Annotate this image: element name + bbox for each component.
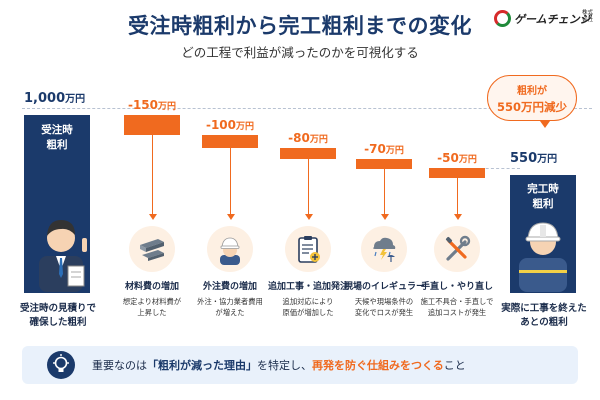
waterfall-drop-label: -80万円 [288,131,328,146]
step-title: 手直し・やり直し [420,282,493,292]
end-caption: 実際に工事を終えたあとの粗利 [501,303,587,328]
waterfall-drop-bar [356,159,412,169]
waterfall-drop-label: -100万円 [205,118,255,132]
bubble-line2: 550万円減少 [496,100,567,114]
waterfall-arrow-head [304,214,313,220]
waterfall-arrow-line [384,169,385,214]
waterfall-drop-label: -50万円 [437,151,477,166]
storm-umbrella-icon [361,226,407,272]
start-level-line [22,108,592,109]
end-total-label: 550万円 [510,151,558,166]
reduction-bubble: 粗利が 550万円減少 [487,75,577,121]
logo-subtext: 株式会社 [582,10,594,23]
page-title: 受注時粗利から完工粗利までの変化 [128,14,472,38]
bubble-line1: 粗利が [517,86,547,97]
waterfall-arrow-line [308,159,309,214]
start-caption: 受注時の見積りで確保した粗利 [19,303,96,328]
waterfall-drop-bar [280,148,336,159]
manager-person-icon [39,220,87,292]
tools-icon [434,226,480,272]
start-bar-title: 受注時粗利 [41,124,73,151]
bubble-tail [540,121,550,128]
waterfall-arrow-line [230,148,231,214]
waterfall-arrow-head [148,214,157,220]
waterfall-drop-bar [124,115,180,135]
waterfall-arrow-line [152,135,153,214]
step-description: 追加対応により原価が増加した [282,297,334,317]
step-title: 外注費の増加 [202,282,257,292]
waterfall-arrow-head [453,214,462,220]
step-description: 天候や現場条件の変化でロスが発生 [354,297,414,317]
worker-helmet-icon [207,226,253,272]
key-message-banner [22,346,578,384]
end-level-line [470,168,520,169]
waterfall-arrow-line [457,178,458,214]
step-description: 想定より材料費が上昇した [122,297,182,317]
logo-mark-icon [494,10,511,27]
lightbulb-icon [47,351,75,379]
step-description: 施工不具合・手直しで追加コストが発生 [420,297,494,317]
page-subtitle: どの工程で利益が減ったのかを可視化する [181,45,419,60]
start-total-label: 1,000万円 [24,91,86,106]
step-title: 追加工事・追加発注 [268,282,350,292]
steel-beam-icon [129,226,175,272]
end-bar-title: 完工時粗利 [527,183,559,210]
waterfall-drop-bar [429,168,485,179]
waterfall-drop-bar [202,135,258,149]
waterfall-drop-label: -150万円 [127,98,177,112]
step-description: 外注・協力業者費用が増えた [197,297,263,317]
logo-text: ゲームチェンジ [514,13,591,26]
step-title: 材料費の増加 [124,282,179,292]
waterfall-drop-label: -70万円 [364,142,404,156]
waterfall-arrow-head [226,214,235,220]
step-title: 現場のイレギュラー [344,282,426,292]
waterfall-arrow-head [380,214,389,220]
key-message-text: 重要なのは「粗利が減った理由」を特定し、再発を防ぐ仕組みをつくること [92,359,466,372]
clipboard-plus-icon [285,226,331,272]
company-logo: ゲームチェンジ 株式会社 [494,10,598,28]
construction-worker-icon [519,222,567,292]
